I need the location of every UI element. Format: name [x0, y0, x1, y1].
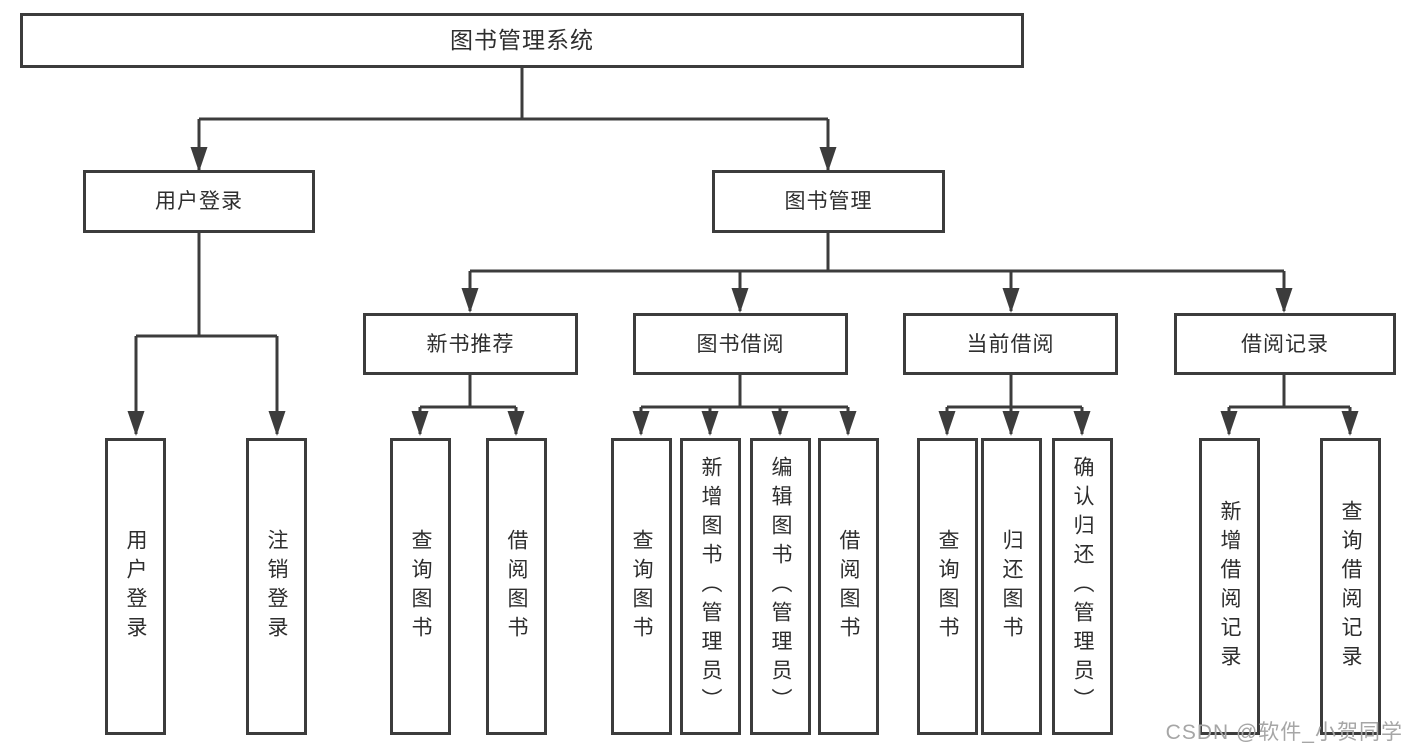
connector-current-borrow-to-leaves: [938, 375, 1091, 436]
node-label: 借阅图书: [837, 528, 860, 645]
node-label: 查询图书: [936, 528, 959, 645]
node-label: 新书推荐: [426, 332, 515, 356]
node-user-login: 用户登录: [83, 170, 315, 233]
connector-user-login-to-leaves: [127, 233, 286, 436]
node-label: 用户登录: [155, 190, 243, 213]
node-leaf-borrow-books: 借阅图书: [818, 438, 879, 735]
node-label: 查询图书: [409, 528, 432, 645]
connector-book-borrow-to-leaves: [632, 375, 857, 436]
connector-new-book-recommend-to-leaves: [411, 375, 525, 436]
node-leaf-return-books: 归还图书: [981, 438, 1042, 735]
node-leaf-query-borrow-record: 查询借阅记录: [1320, 438, 1381, 735]
node-label: 查询图书: [630, 528, 653, 645]
node-label: 查询借阅记录: [1339, 499, 1362, 674]
node-current-borrow: 当前借阅: [903, 313, 1118, 375]
node-leaf-confirm-return-admin: 确认归还（管理员）: [1052, 438, 1113, 735]
node-label: 图书管理系统: [450, 27, 594, 53]
node-new-book-recommend: 新书推荐: [363, 313, 578, 375]
node-leaf-add-books-admin: 新增图书（管理员）: [680, 438, 741, 735]
node-label: 归还图书: [1000, 528, 1023, 645]
node-book-borrow: 图书借阅: [633, 313, 848, 375]
node-leaf-user-login: 用户登录: [105, 438, 166, 735]
node-leaf-query-books: 查询图书: [390, 438, 451, 735]
node-library-management-system: 图书管理系统: [20, 13, 1024, 68]
node-label: 新增借阅记录: [1218, 499, 1241, 674]
watermark: CSDN @软件_小贺同学: [1165, 721, 1403, 744]
node-label: 图书管理: [784, 190, 873, 213]
node-label: 确认归还（管理员）: [1071, 456, 1094, 717]
node-leaf-logout: 注销登录: [246, 438, 307, 735]
connector-borrow-records-to-leaves: [1220, 375, 1359, 436]
node-book-management: 图书管理: [712, 170, 945, 233]
node-label: 注销登录: [265, 528, 288, 645]
node-label: 编辑图书（管理员）: [769, 456, 792, 717]
connector-root-to-level1: [190, 68, 837, 172]
connector-book-management-to-level2: [461, 233, 1293, 313]
node-label: 借阅记录: [1241, 332, 1329, 356]
node-leaf-query-books: 查询图书: [917, 438, 978, 735]
node-leaf-borrow-books: 借阅图书: [486, 438, 547, 735]
node-label: 用户登录: [124, 528, 147, 645]
node-label: 借阅图书: [505, 528, 528, 645]
node-leaf-add-borrow-record: 新增借阅记录: [1199, 438, 1260, 735]
node-label: 当前借阅: [966, 332, 1055, 356]
node-label: 新增图书（管理员）: [699, 456, 722, 717]
node-label: 图书借阅: [696, 332, 785, 356]
node-leaf-query-books: 查询图书: [611, 438, 672, 735]
node-borrow-records: 借阅记录: [1174, 313, 1396, 375]
node-leaf-edit-books-admin: 编辑图书（管理员）: [750, 438, 811, 735]
